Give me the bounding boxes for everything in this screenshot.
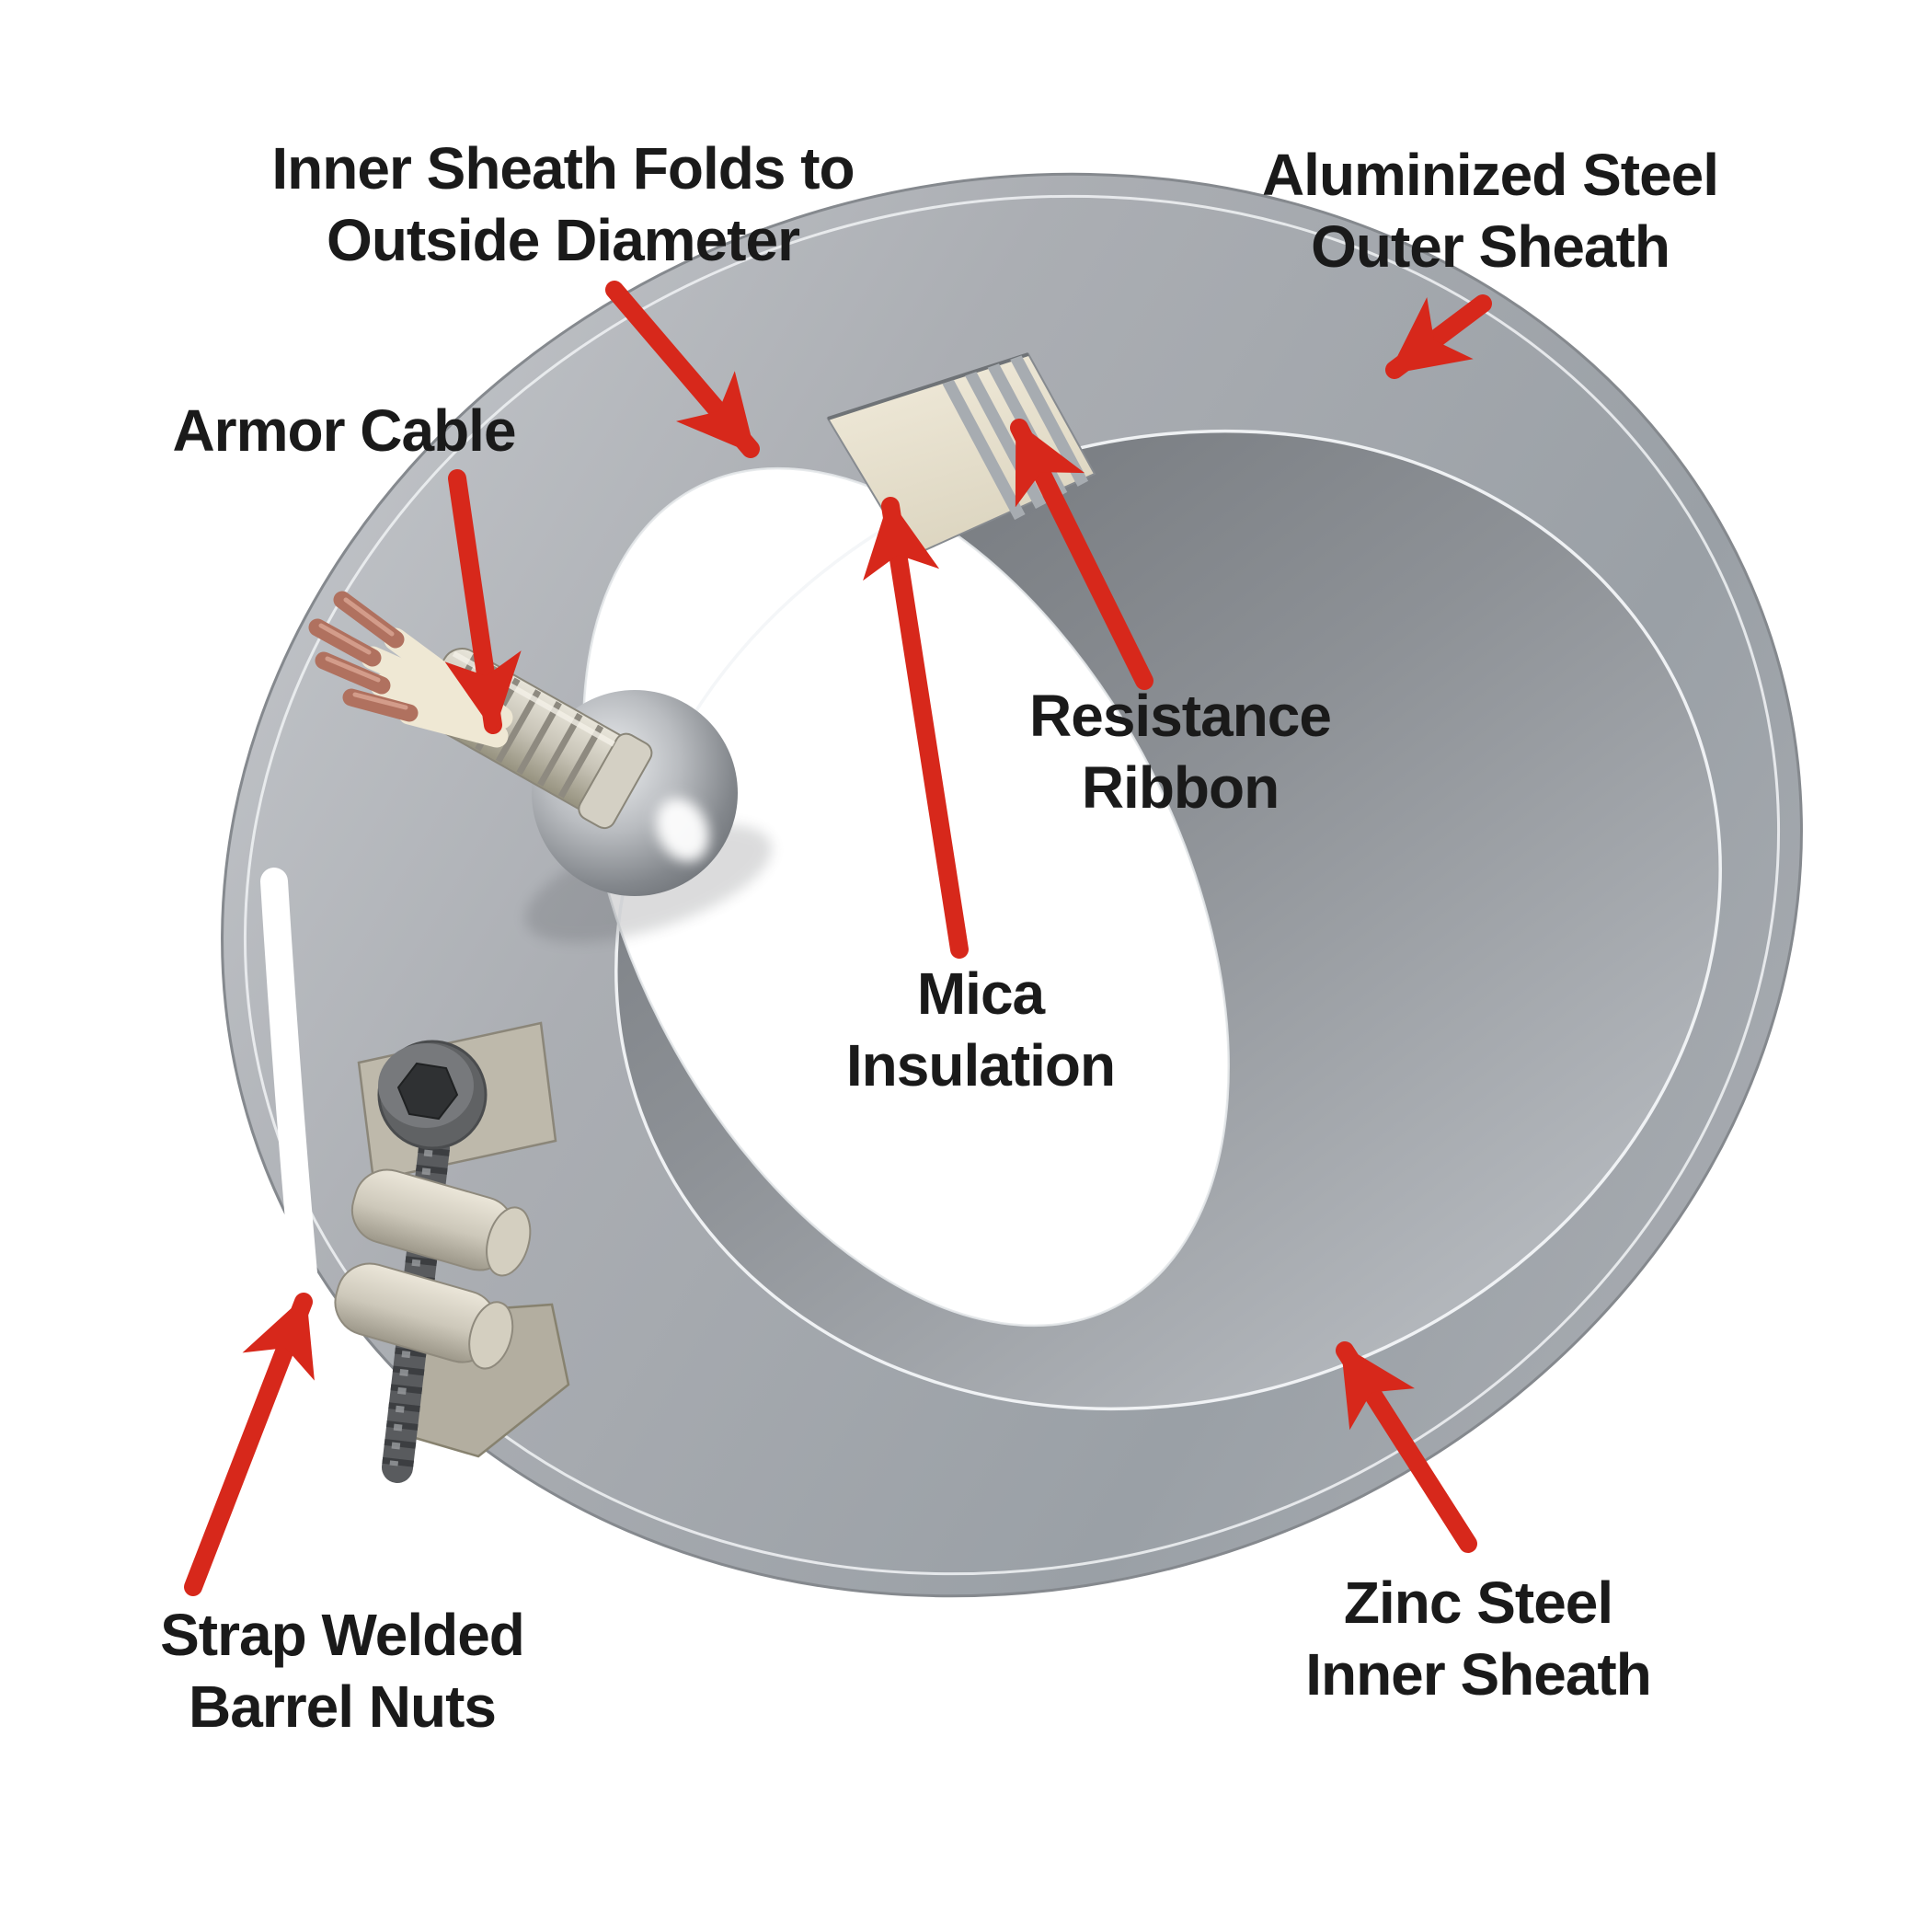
label-resistance-ribbon: Resistance Ribbon: [1029, 680, 1332, 823]
label-line: Inner Sheath: [1305, 1641, 1652, 1708]
wire-copper-tip: [342, 688, 419, 722]
zinc-inner-arrow: [1336, 1341, 1477, 1553]
label-line: Strap Welded: [160, 1602, 525, 1668]
wire-copper-tip: [315, 651, 391, 695]
label-line: Barrel Nuts: [189, 1673, 497, 1740]
mica-window-top-shadow: [827, 352, 1029, 420]
label-strap-welded: Strap Welded Barrel Nuts: [160, 1599, 525, 1742]
callout-arrows: [184, 281, 1492, 1596]
label-line: Aluminized Steel: [1261, 142, 1719, 208]
upper-barrel-nut: [350, 1168, 532, 1277]
label-mica-insulation: Mica Insulation: [845, 958, 1116, 1101]
label-line: Resistance: [1029, 683, 1332, 749]
lower-barrel-nut: [334, 1262, 514, 1370]
aluminized-outer-arrow: [1385, 294, 1492, 379]
label-line: Outer Sheath: [1311, 213, 1670, 280]
label-line: Mica: [916, 960, 1045, 1027]
label-line: Insulation: [845, 1032, 1116, 1098]
socket-head-screw: [377, 1040, 488, 1150]
label-line: Inner Sheath Folds to: [271, 135, 855, 201]
bore-opening: [583, 468, 1229, 1326]
label-line: Ribbon: [1081, 754, 1280, 821]
resistance-ribbon-arrow: [1010, 419, 1153, 690]
hex-socket-icon: [396, 1062, 459, 1121]
label-aluminized-outer: Aluminized Steel Outer Sheath: [1261, 139, 1719, 282]
band-heater-ring: [221, 172, 1803, 1598]
inner-sheath-fold-arrow: [605, 281, 760, 458]
outer-edge-highlight: [243, 194, 1781, 1576]
label-line: Zinc Steel: [1343, 1570, 1613, 1636]
armor-cable-arrow: [444, 469, 522, 734]
clamp-assembly: [260, 868, 570, 1483]
wire-copper-tip: [308, 618, 382, 667]
bore-rim-highlight: [582, 466, 1230, 1328]
label-line: Outside Diameter: [327, 207, 800, 273]
strap-welded-arrow: [184, 1293, 315, 1596]
label-zinc-inner: Zinc Steel Inner Sheath: [1305, 1567, 1652, 1710]
mica-insulation-arrow: [863, 497, 969, 959]
terminal-dome-specular: [656, 798, 709, 862]
label-inner-sheath-fold: Inner Sheath Folds to Outside Diameter: [271, 132, 855, 276]
label-line: Armor Cable: [172, 397, 516, 464]
label-armor-cable: Armor Cable: [172, 395, 516, 466]
